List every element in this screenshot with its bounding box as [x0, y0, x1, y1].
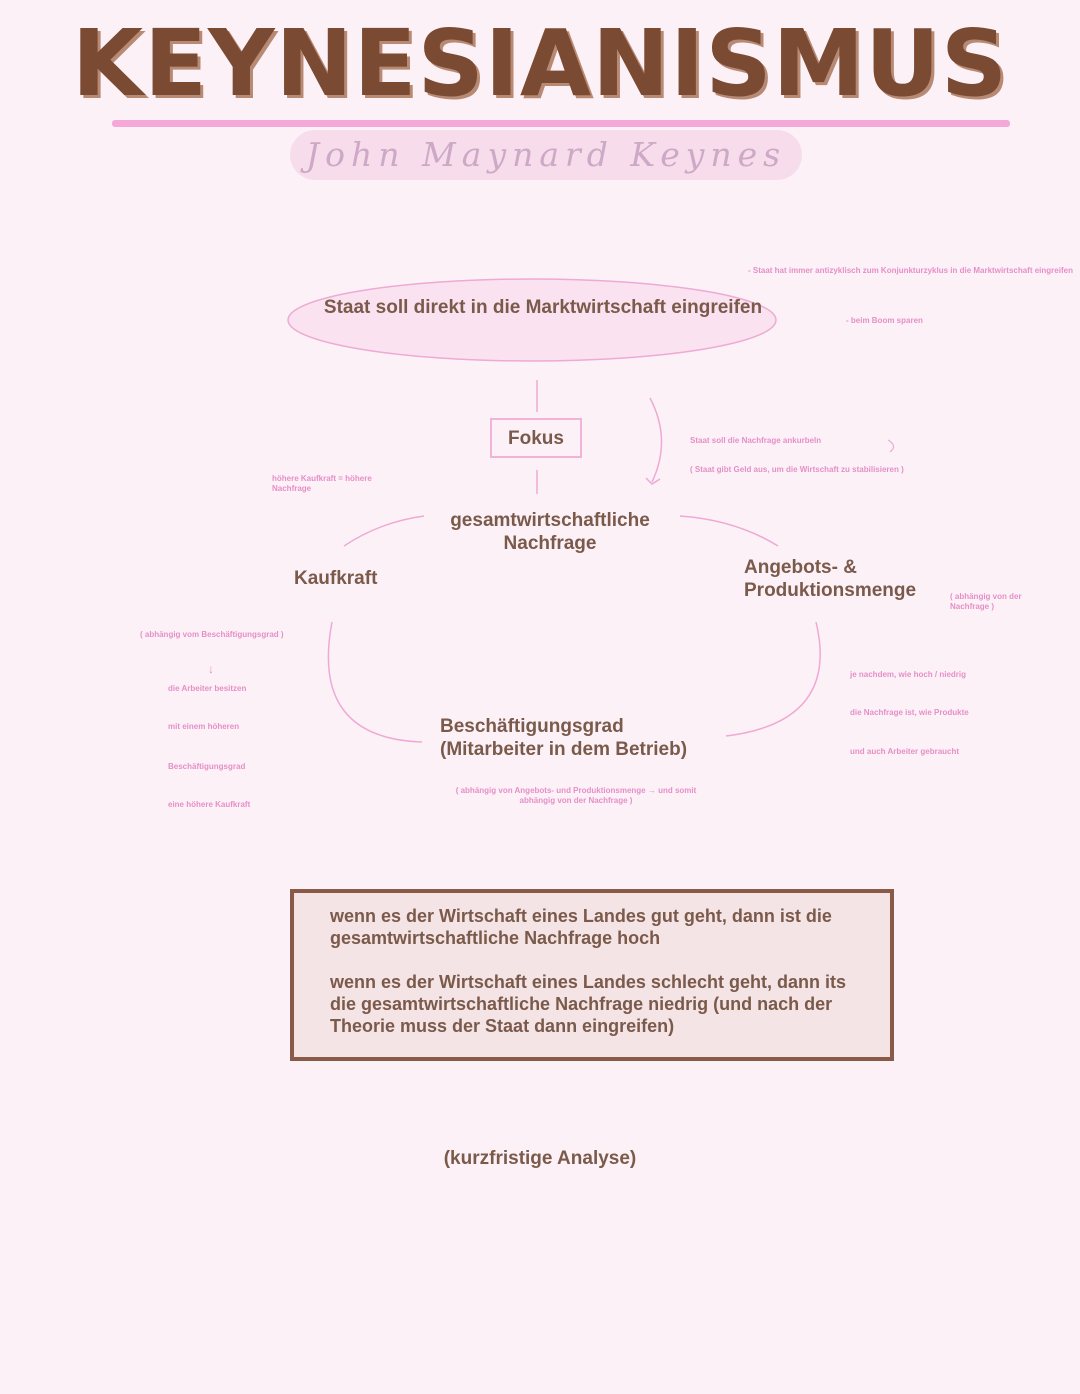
page-title: KEYNESIANISMUS	[71, 10, 1009, 117]
summary-box: wenn es der Wirtschaft eines Landes gut …	[290, 889, 894, 1061]
note-mid-right-2: ( Staat gibt Geld aus, um die Wirtschaft…	[690, 465, 904, 474]
feedback-arrow	[649, 397, 663, 483]
note-mid-right-1: Staat soll die Nachfrage ankurbeln	[690, 436, 822, 445]
connector-right-to-bottom	[725, 621, 821, 737]
connector-center-to-left	[343, 515, 425, 547]
note-left-2: die Arbeiter besitzen	[168, 684, 247, 693]
page-subtitle: John Maynard Keynes	[305, 135, 787, 174]
note-left-top: höhere Kaufkraft = höhere Nachfrage	[272, 474, 372, 493]
left-node-label: Kaufkraft	[294, 568, 378, 589]
note-top-right-1: - Staat hat immer antizyklisch zum Konju…	[748, 266, 1073, 275]
summary-paragraph-1: wenn es der Wirtschaft eines Landes gut …	[330, 906, 832, 948]
bottom-node-label: Beschäftigungsgrad (Mitarbeiter in dem B…	[440, 716, 688, 760]
note-top-right-2: - beim Boom sparen	[846, 316, 923, 325]
right-node-label: Angebots- & Produktionsmenge	[744, 557, 917, 601]
note-right-3: die Nachfrage ist, wie Produkte	[850, 708, 969, 717]
note-bottom: ( abhängig von Angebots- und Produktions…	[455, 786, 697, 805]
feedback-arrow-head	[645, 477, 661, 485]
note-left-4: Beschäftigungsgrad	[168, 762, 246, 771]
curl-mark	[887, 439, 895, 453]
footer-note: (kurzfristige Analyse)	[443, 1148, 637, 1169]
note-left-3: mit einem höheren	[168, 722, 240, 731]
note-left-5: eine höhere Kaufkraft	[168, 800, 251, 809]
focus-box: Fokus	[490, 418, 582, 458]
note-right-4: und auch Arbeiter gebraucht	[850, 747, 960, 756]
top-node-label: Staat soll direkt in die Marktwirtschaft…	[323, 297, 763, 318]
title-underline	[112, 120, 1010, 127]
note-right-2: je nachdem, wie hoch / niedrig	[850, 670, 967, 679]
summary-paragraph-2: wenn es der Wirtschaft eines Landes schl…	[330, 972, 846, 1036]
note-right-1: ( abhängig von der Nachfrage )	[950, 592, 1022, 611]
note-left-1: ( abhängig vom Beschäftigungsgrad )	[140, 630, 284, 639]
connector-center-to-right	[679, 515, 779, 547]
center-node-label: gesamtwirtschaftliche Nachfrage	[450, 510, 650, 554]
top-node-ellipse	[287, 278, 777, 362]
down-arrow-icon: ↓	[208, 662, 214, 676]
subtitle-background	[290, 130, 802, 180]
connector-left-to-bottom	[327, 621, 423, 743]
